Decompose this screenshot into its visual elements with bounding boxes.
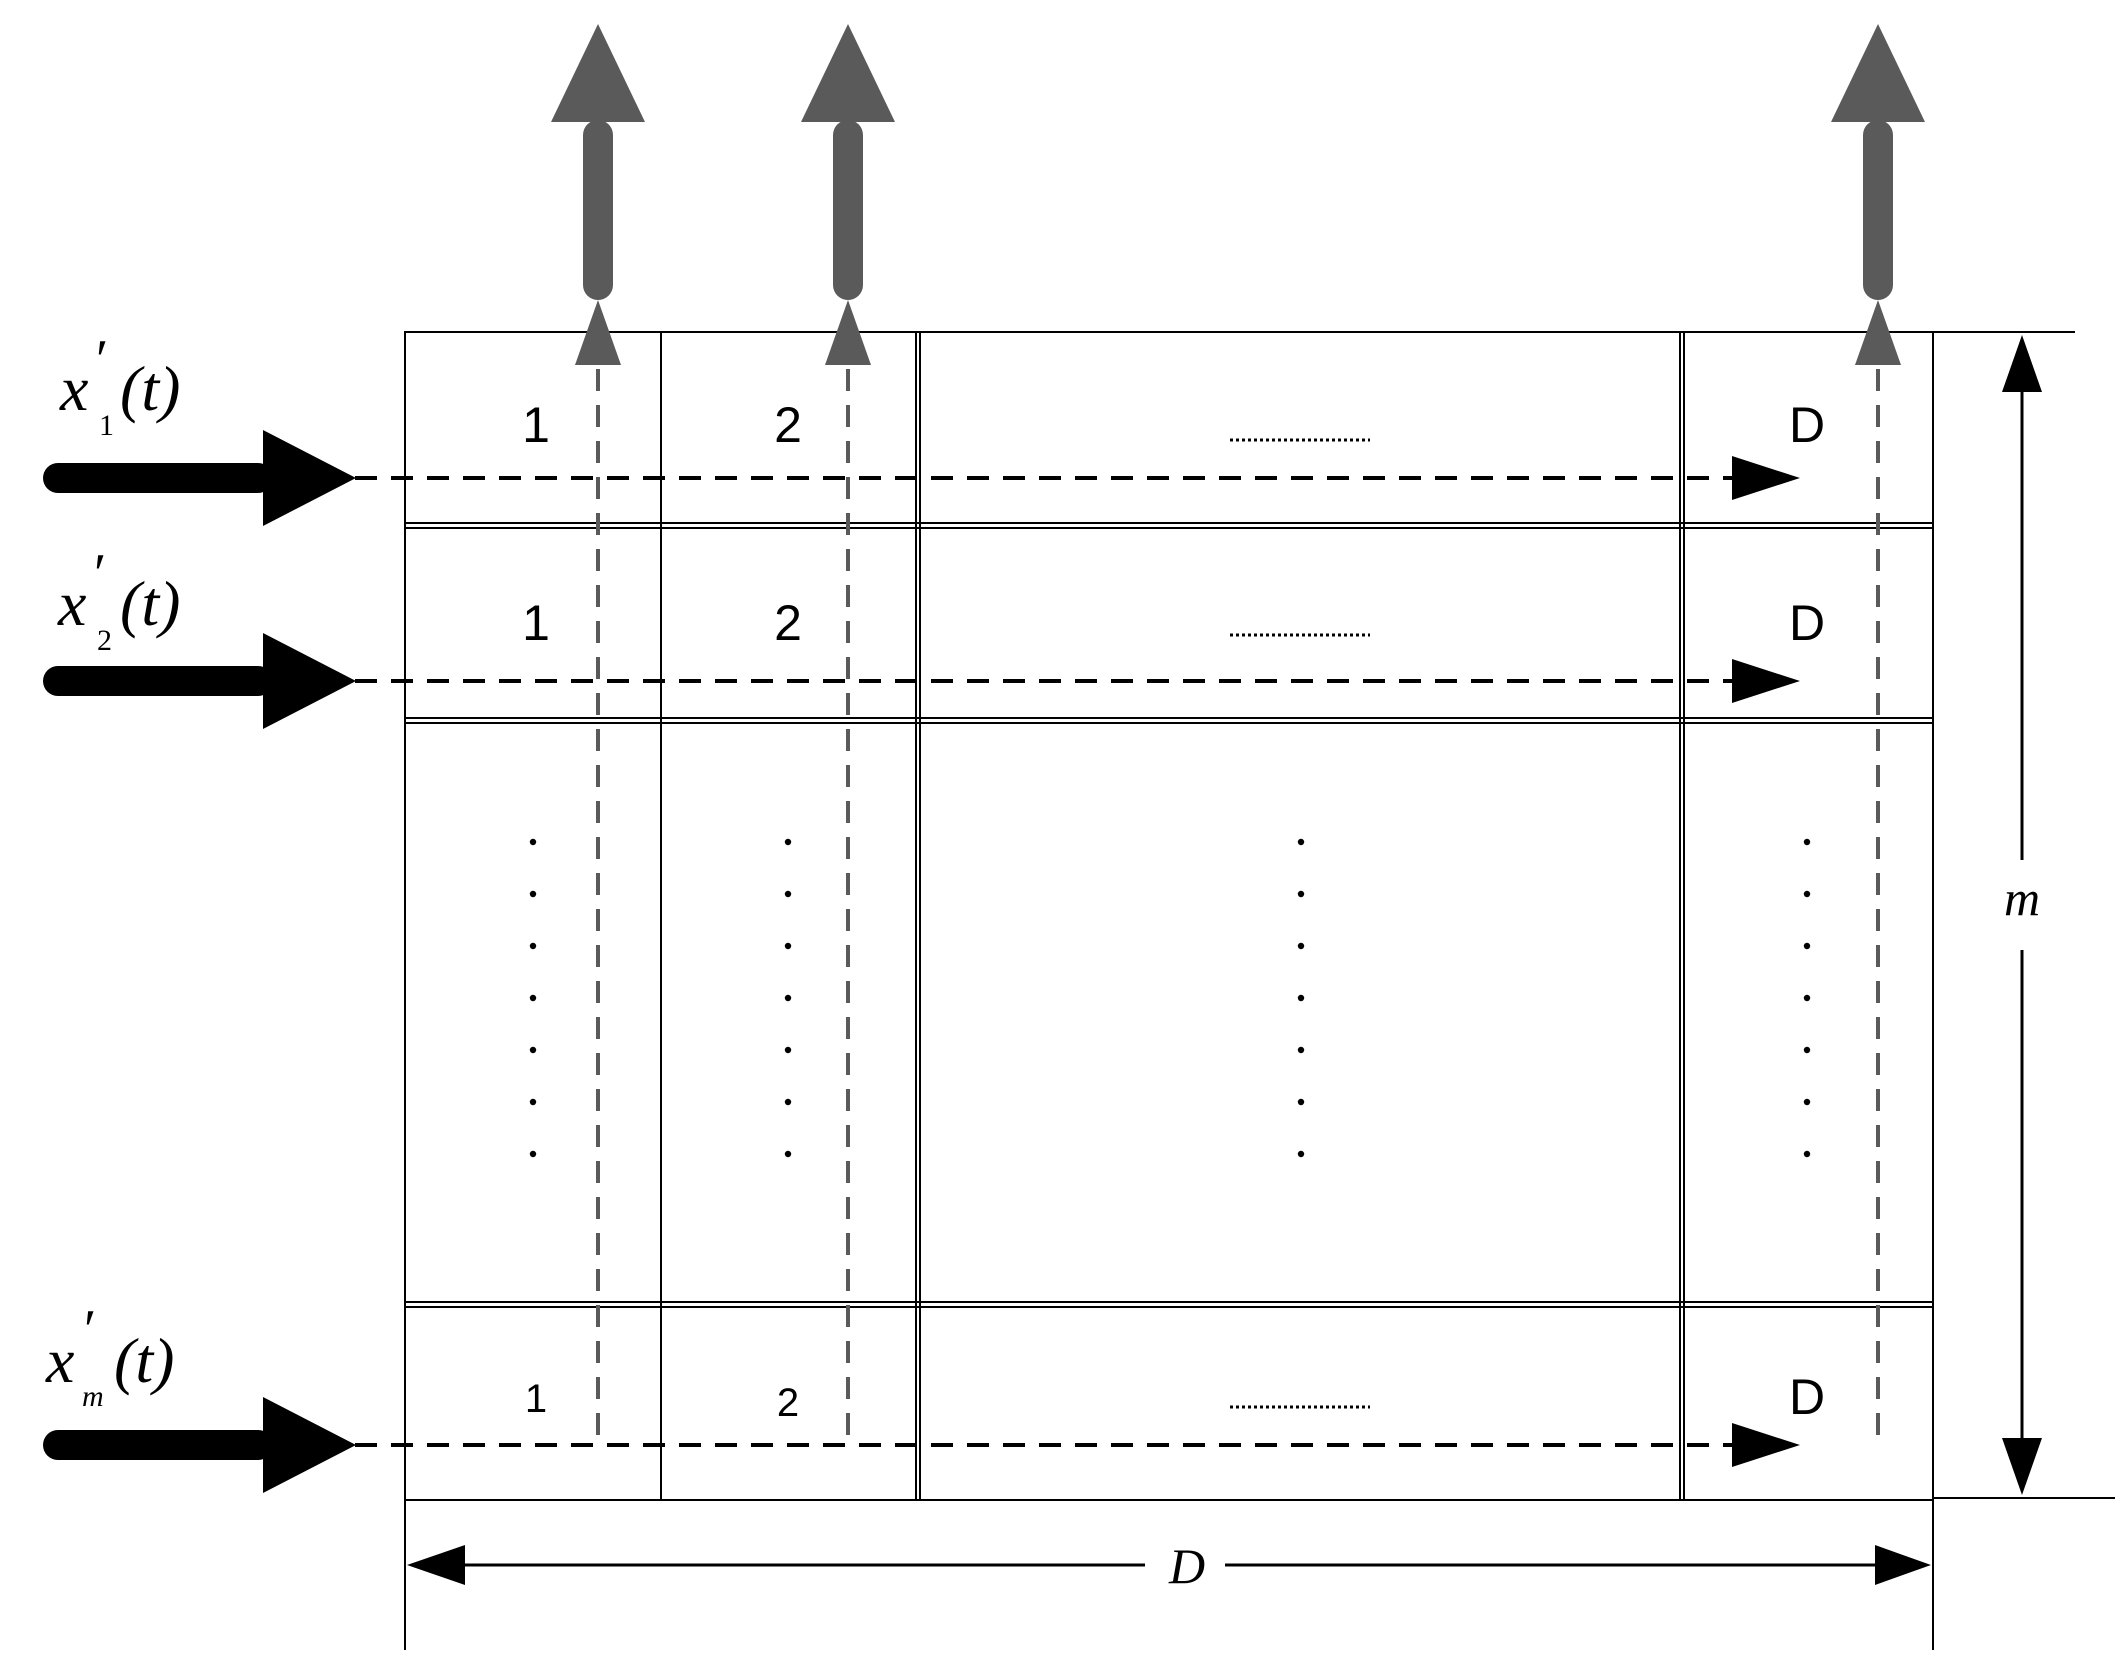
input-labels: x ′ 1 (t) x ′ 2 (t) x ′ m (t) [45, 329, 180, 1413]
dimension-arrowhead [2002, 335, 2042, 392]
dimension-arrowhead [2002, 1438, 2042, 1495]
flow-arrowhead [575, 300, 621, 365]
ellipsis-dot [529, 890, 537, 898]
dimension-arrowhead [407, 1545, 465, 1585]
output-arrow-shaft [583, 120, 613, 300]
input-label-x1: x ′ 1 (t) [59, 329, 180, 442]
input-arrow-head [263, 1397, 356, 1493]
column-flow-arrowheads [575, 300, 1901, 365]
input-arrow [43, 430, 356, 526]
width-dimension-label: D [1168, 1538, 1205, 1594]
output-arrow-head [801, 24, 895, 122]
input-label-var: x [59, 353, 88, 424]
input-arrow-shaft [43, 463, 273, 493]
dimension-arrowhead [1875, 1545, 1931, 1585]
height-dimension-label: m [2004, 870, 2040, 926]
row-flow-lines [355, 476, 1740, 1447]
input-label-x2: x ′ 2 (t) [57, 543, 180, 657]
cell-label: 2 [774, 595, 802, 651]
ellipsis-dot [784, 1150, 792, 1158]
flow-arrowhead [825, 300, 871, 365]
grid-outer-frame [404, 331, 1934, 1501]
cell-label: 1 [522, 397, 550, 453]
ellipsis-dot [1297, 1150, 1305, 1158]
ellipsis-dot [1297, 1098, 1305, 1106]
output-arrow-head [1831, 24, 1925, 122]
matrix-grid [404, 331, 1934, 1501]
row-flow-arrowheads [1732, 456, 1800, 1467]
ellipsis-dot [529, 1046, 537, 1054]
output-arrow [1831, 24, 1925, 300]
ellipsis-dot [529, 838, 537, 846]
ellipsis-dot [784, 1046, 792, 1054]
input-label-subscript: 1 [99, 409, 114, 442]
input-arrow [43, 1397, 356, 1493]
height-dimension: m [1933, 331, 2115, 1499]
ellipsis-dot [1297, 838, 1305, 846]
cell-label: D [1789, 1369, 1825, 1425]
input-label-var: x [57, 568, 86, 639]
ellipsis-dot [784, 890, 792, 898]
input-arrow-shaft [43, 666, 273, 696]
cell-label: D [1789, 397, 1825, 453]
ellipsis-dot [1297, 1046, 1305, 1054]
ellipsis-dot [784, 838, 792, 846]
output-arrow [551, 24, 645, 300]
input-arrows [43, 430, 356, 1493]
ellipsis-dot [1803, 838, 1811, 846]
ellipsis-dot [1803, 942, 1811, 950]
output-arrow-head [551, 24, 645, 122]
input-arrow-head [263, 430, 356, 526]
output-arrows [551, 24, 1925, 300]
input-arrow-shaft [43, 1430, 273, 1460]
ellipsis-dot [1803, 994, 1811, 1002]
cell-label: 2 [777, 1381, 799, 1425]
ellipsis-dot [1297, 890, 1305, 898]
ellipsis-dot [1297, 942, 1305, 950]
vertical-ellipsis-group [529, 838, 1811, 1158]
flow-arrowhead [1855, 300, 1901, 365]
width-dimension: D [404, 1500, 1934, 1650]
cell-label: 1 [522, 595, 550, 651]
cell-label: 1 [525, 1377, 547, 1421]
input-label-arg: (t) [120, 353, 180, 424]
output-arrow [801, 24, 895, 300]
input-label-arg: (t) [120, 568, 180, 639]
input-label-arg: (t) [114, 1325, 174, 1396]
ellipsis-dot [529, 1150, 537, 1158]
ellipsis-dot [529, 1098, 537, 1106]
ellipsis-dot [1297, 994, 1305, 1002]
input-label-subscript: 2 [97, 624, 112, 657]
output-arrow-shaft [833, 120, 863, 300]
flow-arrowhead [1732, 1423, 1800, 1467]
flow-arrowhead [1732, 659, 1800, 703]
output-arrow-shaft [1863, 120, 1893, 300]
flow-arrowhead [1732, 456, 1800, 500]
ellipsis-dot [529, 942, 537, 950]
cell-label: D [1789, 595, 1825, 651]
ellipsis-dot [1803, 1150, 1811, 1158]
ellipsis-dot [784, 1098, 792, 1106]
input-label-prime: ′ [96, 329, 108, 391]
input-arrow [43, 633, 356, 729]
input-label-subscript: m [82, 1380, 104, 1413]
ellipsis-dot [1803, 1046, 1811, 1054]
cell-label: 2 [774, 397, 802, 453]
input-label-prime: ′ [94, 543, 106, 605]
input-label-xm: x ′ m (t) [45, 1299, 174, 1413]
ellipsis-dot [1803, 1098, 1811, 1106]
cell-labels: 1 2 D 1 2 D 1 2 D [522, 397, 1825, 1425]
column-flow-lines [596, 360, 1880, 1435]
ellipsis-dot [784, 942, 792, 950]
input-label-var: x [45, 1325, 74, 1396]
ellipsis-dot [529, 994, 537, 1002]
input-arrow-head [263, 633, 356, 729]
horizontal-ellipsis-group [1230, 438, 1370, 1409]
input-label-prime: ′ [84, 1299, 96, 1361]
ellipsis-dot [1803, 890, 1811, 898]
ellipsis-dot [784, 994, 792, 1002]
